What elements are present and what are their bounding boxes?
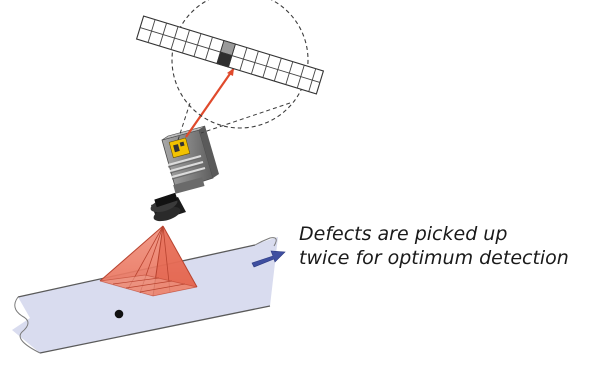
line-scan-sensor-icon: [135, 15, 325, 95]
optical-ray: [185, 67, 235, 138]
magnification-circle: [171, 0, 309, 141]
moving-web: [12, 237, 278, 354]
camera-icon: [150, 125, 219, 222]
caption-line-1: Defects are picked up: [299, 223, 508, 245]
caption-line-2: twice for optimum detection: [299, 247, 569, 269]
caption: Defects are picked up twice for optimum …: [299, 222, 569, 270]
defect-dot-icon: [114, 309, 124, 319]
lens-icon: [150, 192, 186, 222]
direction-arrow-icon: [251, 250, 286, 268]
field-of-view-cone: [99, 225, 198, 297]
